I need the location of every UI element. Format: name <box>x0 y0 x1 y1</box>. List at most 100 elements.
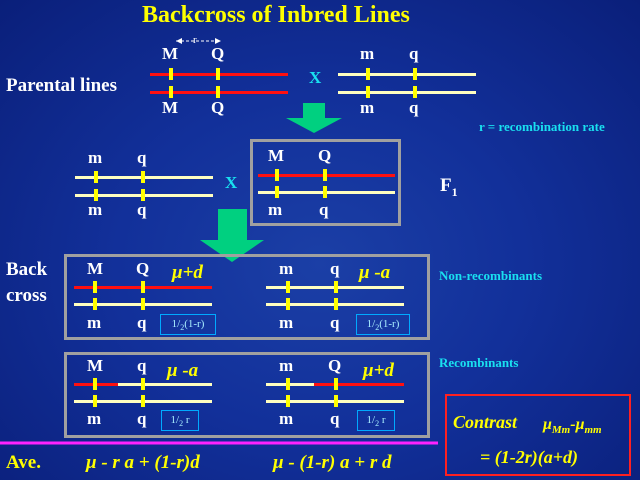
marker-f1-left-q-bottom <box>141 189 145 201</box>
parental-right-top-q: q <box>409 44 419 63</box>
marker-nonrec2-q-top <box>334 281 338 293</box>
marker-Q-top <box>216 68 220 80</box>
marker-rec1-M <box>93 378 97 390</box>
nonrecombinants-box <box>64 254 430 340</box>
marker-q-top <box>413 68 417 80</box>
parental-right-bottom-q: q <box>409 98 419 117</box>
parental-right-chromosome-top <box>338 73 476 76</box>
down-arrow-f1-to-backcross <box>200 209 264 262</box>
marker-f1-right-m <box>275 186 279 198</box>
marker-M-top <box>169 68 173 80</box>
marker-M-bottom <box>169 86 173 98</box>
f1-right-bottom-q: q <box>319 200 329 219</box>
marker-rec2-m-top <box>286 378 290 390</box>
f1-left-top-q: q <box>137 148 147 167</box>
f1-right-bottom-m: m <box>268 200 283 219</box>
contrast-label: Contrast <box>453 412 518 432</box>
marker-rec1-q-bottom <box>141 395 145 407</box>
f1-right-top-Q: Q <box>318 146 332 165</box>
parental-left-top-Q: Q <box>211 44 225 63</box>
nonrecombinants-label: Non-recombinants <box>439 268 543 283</box>
marker-m-bottom <box>366 86 370 98</box>
nonrec2-bottom-m: m <box>279 313 294 332</box>
rec1-bottom-q: q <box>137 409 147 428</box>
marker-nonrec1-m <box>93 298 97 310</box>
contrast-expression: μMm-μmm <box>543 416 602 437</box>
parental-lines-label: Parental lines <box>6 75 118 96</box>
r-distance-label: r <box>193 34 197 46</box>
marker-f1-right-q <box>323 186 327 198</box>
recombinants-box <box>64 352 430 438</box>
page-title: Backcross of Inbred Lines <box>142 2 410 28</box>
marker-nonrec2-m-bottom <box>286 298 290 310</box>
rec2-top-Q: Q <box>328 356 342 375</box>
average-left-formula: μ - r a + (1-r)d <box>86 452 200 473</box>
rec2-chromosome-top-red <box>314 383 404 386</box>
marker-nonrec1-M <box>93 281 97 293</box>
marker-rec1-m <box>93 395 97 407</box>
down-arrow-parental-to-f1 <box>286 103 342 133</box>
rec1-effect: μ -a <box>167 360 199 381</box>
marker-m-top <box>366 68 370 80</box>
rec1-bottom-m: m <box>87 409 102 428</box>
backcross-label-line1: Back <box>6 259 48 280</box>
nonrec1-top-Q: Q <box>136 259 150 278</box>
marker-f1-left-m-bottom <box>94 189 98 201</box>
marker-rec1-q-top <box>141 378 145 390</box>
f1-right-top-M: M <box>268 146 285 165</box>
marker-rec2-q-bottom <box>334 395 338 407</box>
rec2-bottom-q: q <box>330 409 340 428</box>
f1-subscript: 1 <box>451 184 458 199</box>
nonrec2-top-m: m <box>279 259 294 278</box>
parental-right-top-m: m <box>360 44 375 63</box>
nonrec2-probability: 1/2(1-r) <box>356 314 410 335</box>
nonrec1-bottom-m: m <box>87 313 102 332</box>
nonrec1-bottom-q: q <box>137 313 147 332</box>
nonrec1-effect: μ+d <box>172 262 203 283</box>
marker-rec2-m-bottom <box>286 395 290 407</box>
nonrec2-effect: μ -a <box>359 262 391 283</box>
marker-Q-bottom <box>216 86 220 98</box>
parental-right-chromosome-bottom <box>338 91 476 94</box>
recombination-rate-note: r = recombination rate <box>479 119 605 134</box>
marker-f1-right-Q <box>323 169 327 181</box>
f1-label: F1 <box>440 175 458 199</box>
f1-cross-sign: X <box>225 173 238 192</box>
parental-cross-sign: X <box>309 68 322 87</box>
parental-left-bottom-Q: Q <box>211 98 225 117</box>
nonrec1-probability: 1/2(1-r) <box>160 314 216 335</box>
contrast-formula: = (1-2r)(a+d) <box>480 447 578 467</box>
rec2-probability: 1/2 r <box>357 410 395 431</box>
f1-box <box>250 139 401 226</box>
nonrec1-top-M: M <box>87 259 104 278</box>
r-arrow-right <box>215 38 221 44</box>
rec2-chromosome-top-light <box>266 383 314 386</box>
nonrec2-bottom-q: q <box>330 313 340 332</box>
marker-f1-right-M <box>275 169 279 181</box>
r-arrow-left <box>176 38 182 44</box>
marker-q-bottom <box>413 86 417 98</box>
marker-nonrec1-q <box>141 298 145 310</box>
rec2-effect: μ+d <box>363 360 394 381</box>
parental-left-top-M: M <box>162 44 179 63</box>
rec1-probability: 1/2 r <box>161 410 199 431</box>
average-right-formula: μ - (1-r) a + r d <box>273 452 392 473</box>
f1-left-bottom-q: q <box>137 200 147 219</box>
rec2-bottom-m: m <box>279 409 294 428</box>
average-label: Ave. <box>6 452 41 473</box>
f1-left-bottom-m: m <box>88 200 103 219</box>
parental-left-bottom-M: M <box>162 98 179 117</box>
marker-f1-left-m-top <box>94 171 98 183</box>
marker-rec2-Q <box>334 378 338 390</box>
rec1-top-M: M <box>87 356 104 375</box>
marker-nonrec2-q-bottom <box>334 298 338 310</box>
nonrec2-top-q: q <box>330 259 340 278</box>
marker-nonrec1-Q <box>141 281 145 293</box>
marker-f1-left-q-top <box>141 171 145 183</box>
rec1-chromosome-top-light <box>118 383 212 386</box>
backcross-label-line2: cross <box>6 285 47 306</box>
rec2-top-m: m <box>279 356 294 375</box>
parental-right-bottom-m: m <box>360 98 375 117</box>
recombinants-label: Recombinants <box>439 355 519 370</box>
